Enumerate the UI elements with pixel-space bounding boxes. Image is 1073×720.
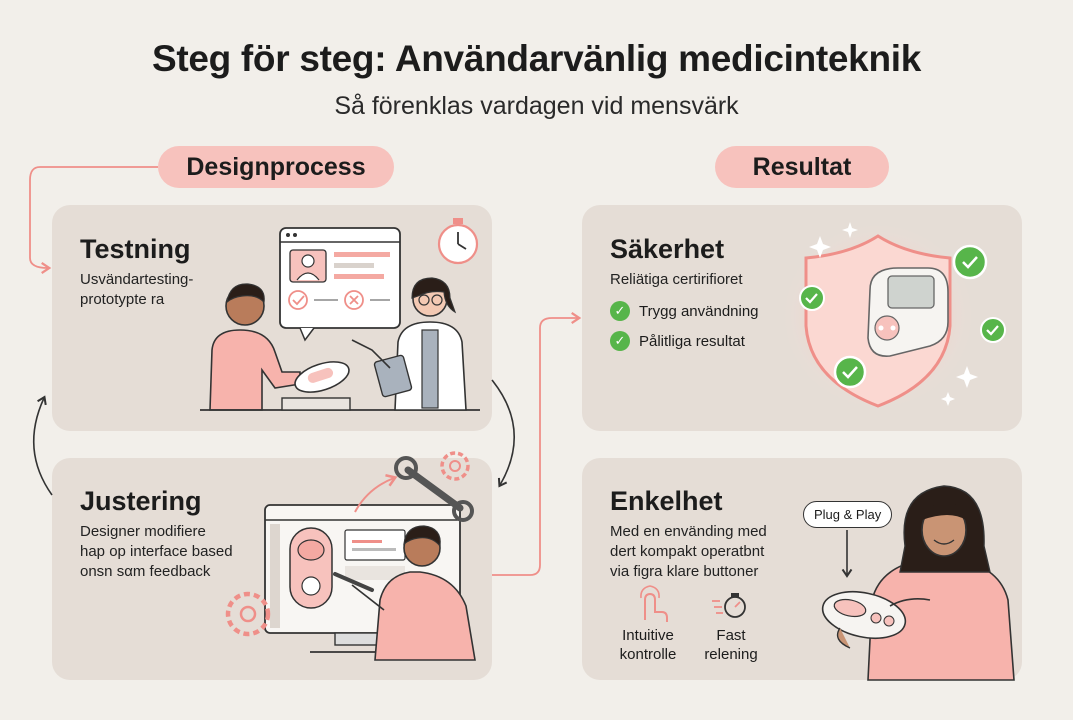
plug-and-play-badge: Plug & Play	[803, 501, 893, 528]
section-label-designprocess: Designprocess	[158, 146, 394, 188]
card-desc-justering: Designer modifiere hap op interface base…	[80, 523, 233, 580]
testing-illustration	[200, 218, 480, 411]
card-title-testning: Testning	[80, 234, 191, 264]
check-icon: ✓	[610, 301, 630, 321]
page-title: Steg för steg: Användarvänlig medicintek…	[151, 38, 922, 79]
card-desc-testning: Usvändartesting- prototypte ra	[80, 271, 194, 308]
check-item-trygg: ✓ Trygg användning	[610, 301, 759, 321]
adjust-illustration	[225, 451, 476, 661]
card-title-sakerhet: Säkerhet	[610, 234, 725, 264]
cycle-arrow-up	[32, 395, 53, 496]
feature-intuitive: Intuitive kontrolle	[619, 627, 677, 663]
card-title-justering: Justering	[80, 486, 202, 516]
card-desc-sakerhet: Reliätiga certirifioret	[610, 271, 743, 288]
section-label-resultat: Resultat	[715, 146, 889, 188]
stopwatch-icon	[712, 593, 746, 618]
page-subtitle: Så förenklas vardagen vid mensvärk	[334, 92, 739, 120]
card-title-enkelhet: Enkelhet	[610, 486, 723, 516]
flow-arrow-start	[29, 166, 158, 274]
cycle-arrow-down	[491, 379, 516, 488]
feature-fast: Fast relening	[704, 627, 758, 663]
safety-illustration	[783, 222, 1006, 408]
flow-arrow-to-result	[492, 312, 582, 576]
simple-illustration	[821, 485, 1015, 681]
card-desc-enkelhet: Med en envänding med dert kompakt operat…	[610, 523, 767, 580]
check-icon: ✓	[610, 331, 630, 351]
check-item-palitliga: ✓ Pålitliga resultat	[610, 331, 745, 351]
hand-tap-icon	[640, 585, 668, 622]
